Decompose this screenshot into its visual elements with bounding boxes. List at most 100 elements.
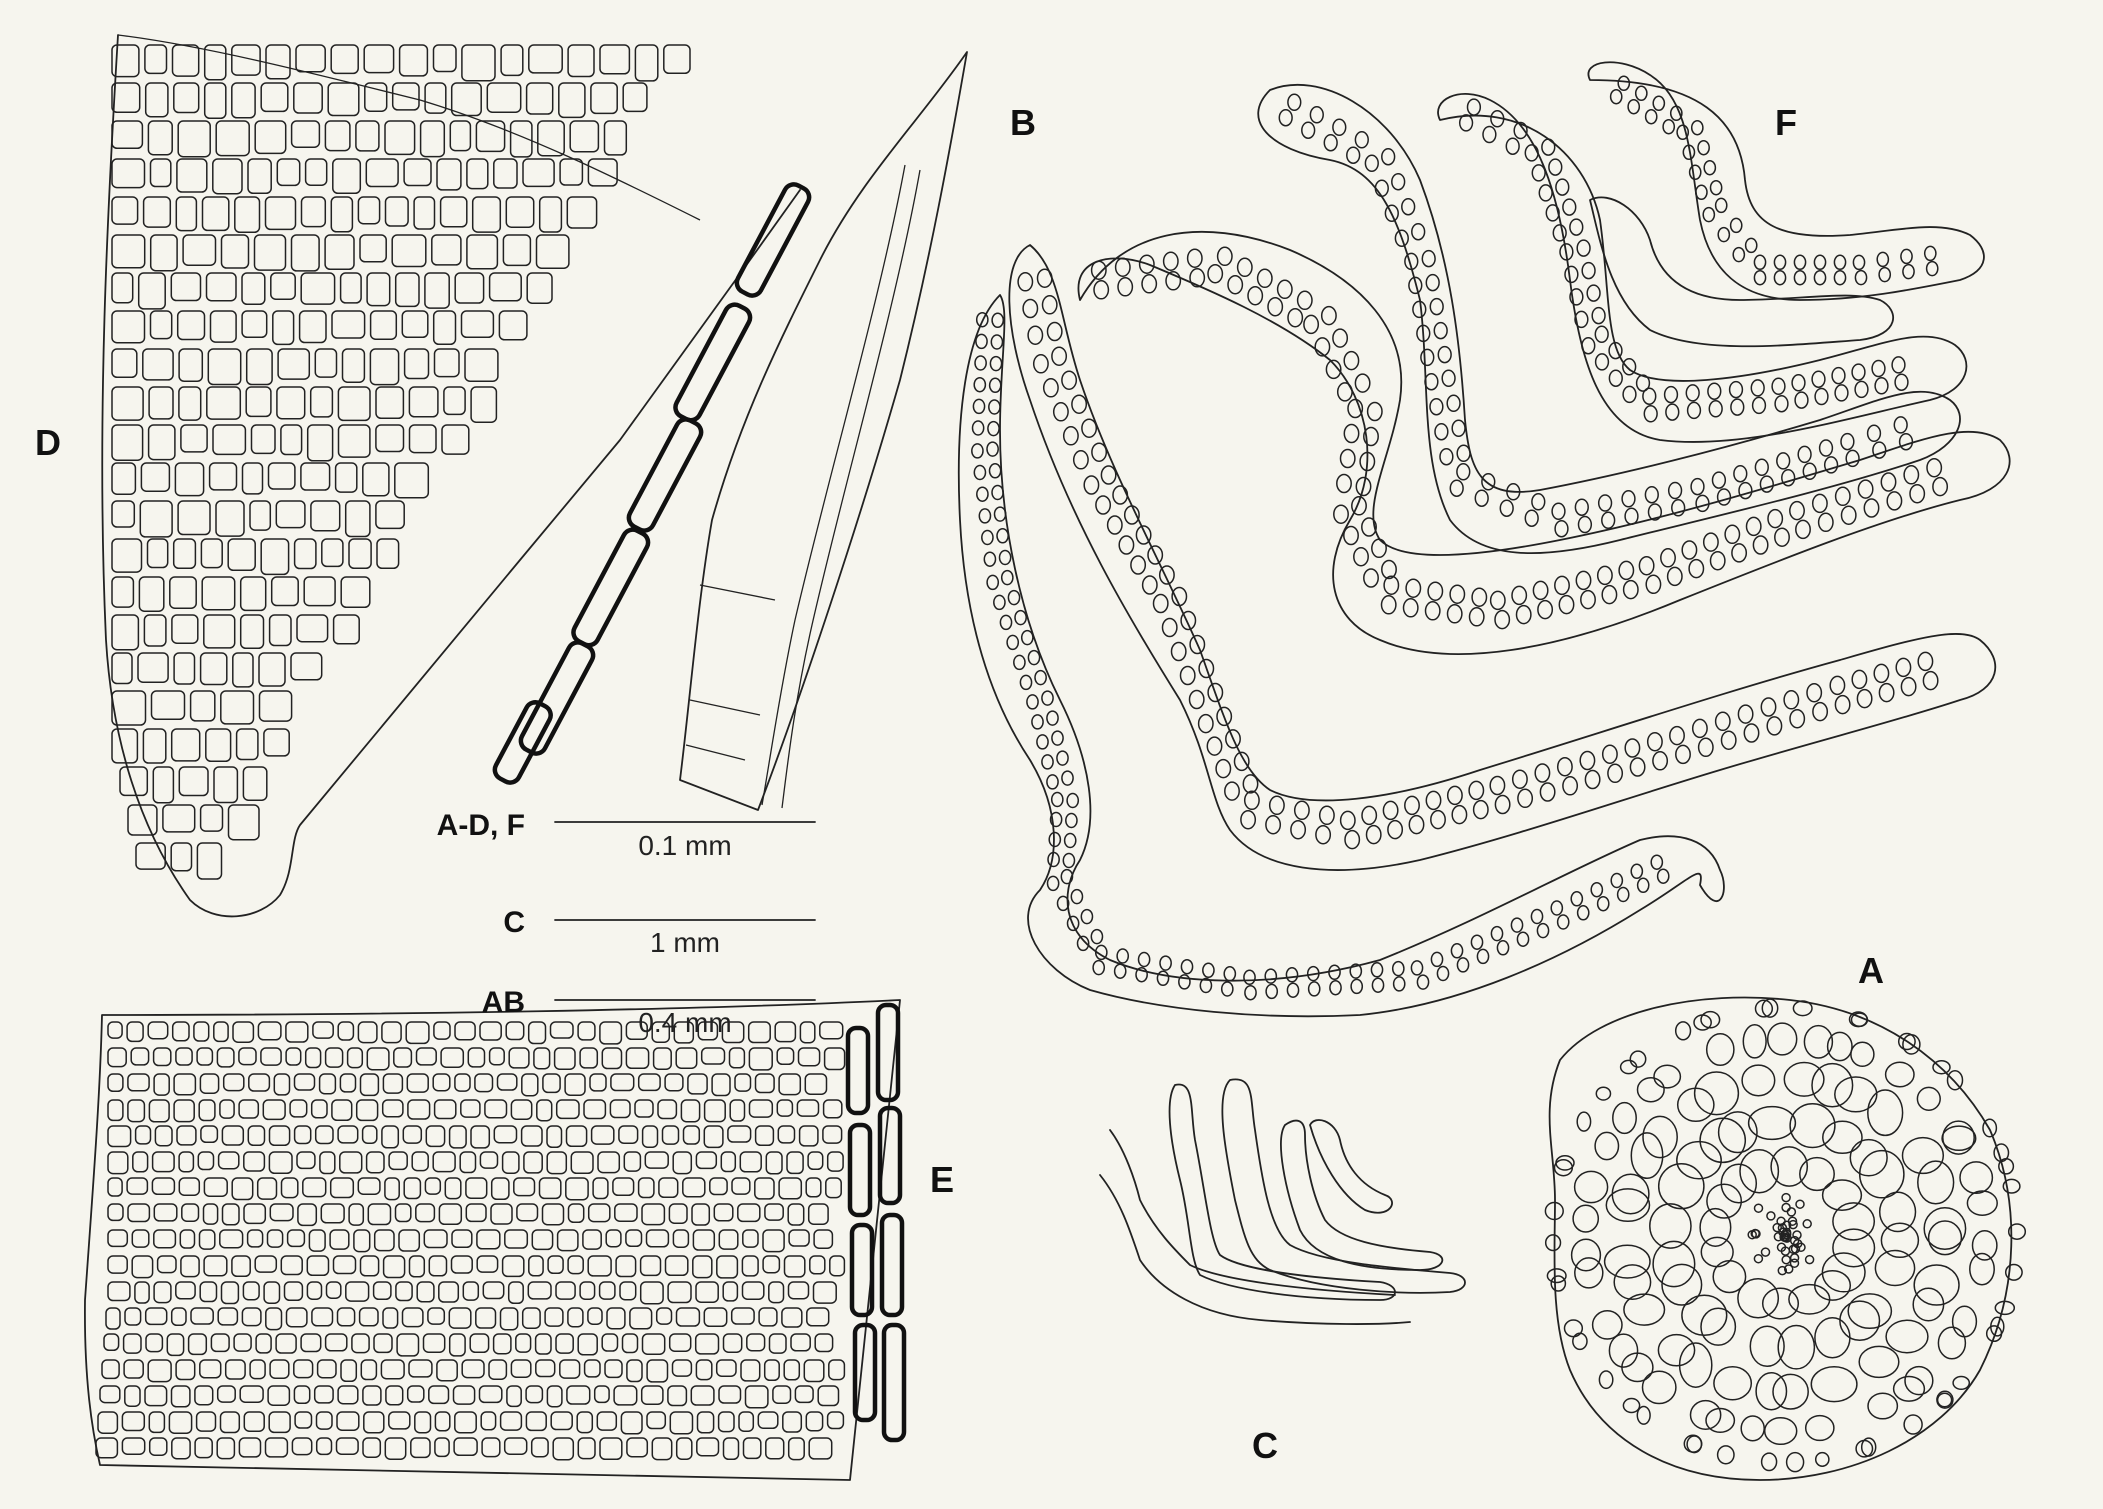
cell: [731, 1177, 751, 1195]
cell: [410, 1437, 431, 1459]
cell: [644, 1151, 669, 1169]
cell: [304, 1047, 322, 1069]
cell: [246, 1229, 264, 1248]
cell: [587, 1255, 612, 1277]
cell: [1850, 1012, 1869, 1028]
cell: [175, 1359, 196, 1381]
cell: [203, 44, 227, 81]
cell: [490, 1177, 510, 1201]
cell: [972, 398, 986, 415]
cell: [998, 549, 1012, 566]
cell: [692, 1229, 716, 1251]
cell: [144, 1385, 168, 1407]
cell: [509, 120, 533, 158]
cell: [1551, 502, 1566, 521]
cell: [1339, 810, 1356, 831]
cell: [381, 1125, 400, 1149]
cell: [1858, 1149, 1905, 1199]
cell: [1900, 248, 1913, 265]
cell: [526, 272, 553, 304]
cell: [1046, 710, 1059, 726]
cell: [1180, 958, 1194, 975]
cell: [639, 1255, 662, 1277]
cell: [314, 1125, 334, 1145]
cell: [401, 310, 429, 339]
cell: [1936, 1390, 1954, 1409]
cell: [103, 1333, 120, 1352]
cell: [162, 804, 196, 833]
cell: [1188, 689, 1205, 710]
cell: [703, 1307, 728, 1328]
cell: [111, 728, 139, 764]
label-f: F: [1775, 102, 1797, 143]
cell: [488, 1359, 508, 1380]
cell: [1227, 274, 1244, 295]
cell: [993, 594, 1006, 611]
cell: [1660, 548, 1676, 568]
cell: [1737, 704, 1754, 724]
cell: [1094, 944, 1108, 961]
cell: [1161, 617, 1178, 638]
cell: [805, 1177, 822, 1198]
cell: [1537, 599, 1554, 620]
cell: [645, 1229, 670, 1248]
cell: [384, 120, 416, 156]
cell: [541, 1203, 565, 1226]
cell: [1845, 449, 1860, 468]
cell: [754, 1125, 775, 1147]
cell: [1449, 479, 1464, 497]
cell: [669, 1411, 694, 1435]
cell: [1081, 418, 1098, 438]
cell: [1041, 690, 1054, 706]
cell: [1412, 300, 1427, 319]
cell: [1760, 697, 1777, 717]
cell: [672, 1151, 693, 1175]
cell: [748, 1099, 774, 1118]
cell: [1093, 280, 1110, 300]
panel-e-leaf-cells: [84, 999, 907, 1481]
cell: [1062, 852, 1076, 869]
cell: [558, 82, 586, 119]
cell: [232, 652, 254, 688]
cell: [438, 1281, 460, 1303]
cell: [696, 1411, 715, 1434]
cell: [694, 1333, 720, 1355]
cell: [221, 1125, 245, 1146]
cell: [1755, 1371, 1788, 1411]
cell: [171, 614, 199, 644]
cell: [1511, 585, 1528, 606]
cell: [1641, 1370, 1677, 1405]
cell: [152, 1047, 172, 1067]
cell: [131, 1229, 150, 1248]
cell: [465, 1203, 487, 1223]
cell: [216, 1385, 236, 1403]
cell: [459, 1151, 477, 1174]
cell: [746, 1333, 766, 1352]
cell: [255, 1333, 272, 1354]
cell: [510, 1099, 533, 1120]
cell: [623, 1151, 642, 1172]
cell: [276, 158, 301, 187]
cell: [441, 424, 470, 455]
cell: [111, 500, 136, 528]
cell: [807, 1203, 829, 1225]
cell: [1424, 372, 1439, 391]
panel-d-cell-grid: [111, 44, 691, 880]
cell: [1669, 105, 1683, 122]
cell: [1541, 138, 1556, 156]
cell: [123, 1359, 144, 1379]
cell: [975, 333, 988, 350]
cell: [1371, 977, 1385, 993]
cell: [1839, 1300, 1881, 1342]
cell: [690, 1385, 715, 1406]
cell: [361, 1125, 378, 1145]
cell: [1622, 385, 1637, 404]
cell: [1553, 1158, 1574, 1177]
cell: [1822, 1120, 1863, 1155]
cell: [1256, 268, 1273, 289]
cell: [803, 1359, 825, 1383]
cell: [1171, 586, 1188, 607]
cell: [1556, 914, 1570, 930]
cell: [1767, 508, 1784, 529]
cell: [1618, 560, 1635, 581]
